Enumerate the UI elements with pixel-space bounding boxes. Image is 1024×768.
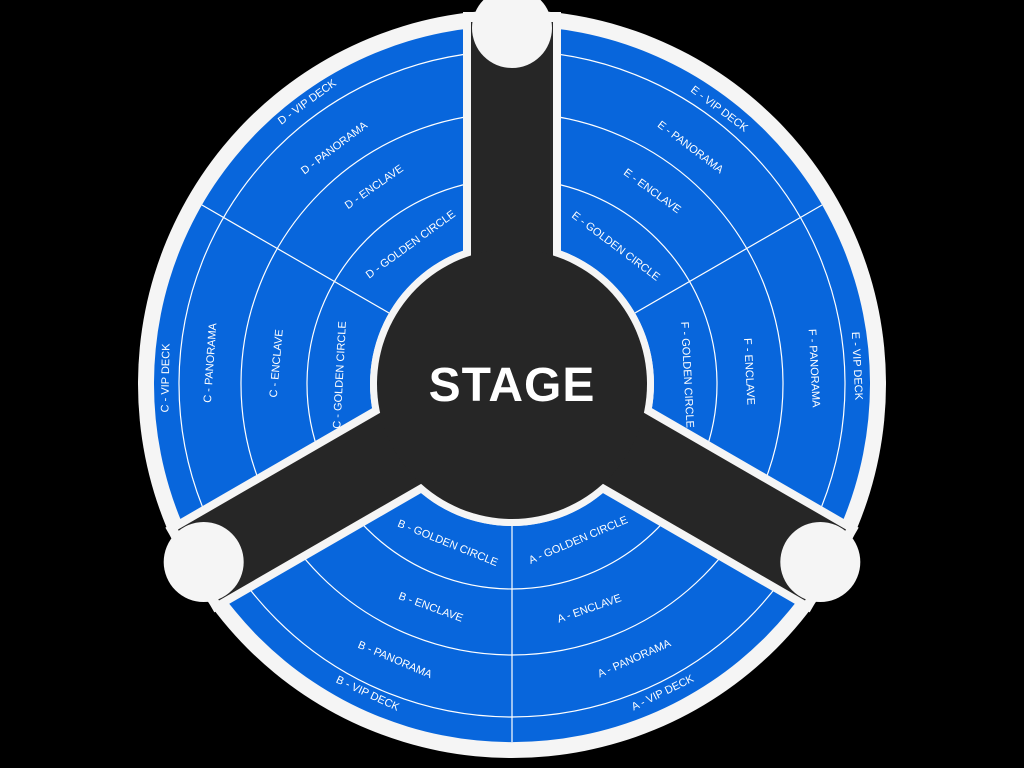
- section-label-c-1[interactable]: C - ENCLAVE: [268, 329, 286, 398]
- stage-walkways: [163, 0, 861, 613]
- section-label-c-3[interactable]: C - VIP DECK: [159, 343, 172, 413]
- section-label-f-0[interactable]: F - GOLDEN CIRCLE: [678, 321, 696, 428]
- stage-label: STAGE: [429, 359, 596, 412]
- section-label-f-3[interactable]: E - VIP DECK: [849, 332, 865, 401]
- section-label-c-0[interactable]: C - GOLDEN CIRCLE: [331, 321, 349, 429]
- section-label-f-2[interactable]: F - PANORAMA: [806, 329, 822, 409]
- walkway-end-notch: [780, 522, 861, 602]
- stage[interactable]: [377, 249, 647, 519]
- section-label-c-2[interactable]: C - PANORAMA: [202, 322, 220, 403]
- radial-divider: [634, 204, 823, 314]
- walkway-end-notch: [472, 0, 552, 68]
- walkway-end-notch: [163, 522, 244, 602]
- radial-divider: [201, 204, 390, 314]
- section-label-f-1[interactable]: F - ENCLAVE: [741, 338, 756, 406]
